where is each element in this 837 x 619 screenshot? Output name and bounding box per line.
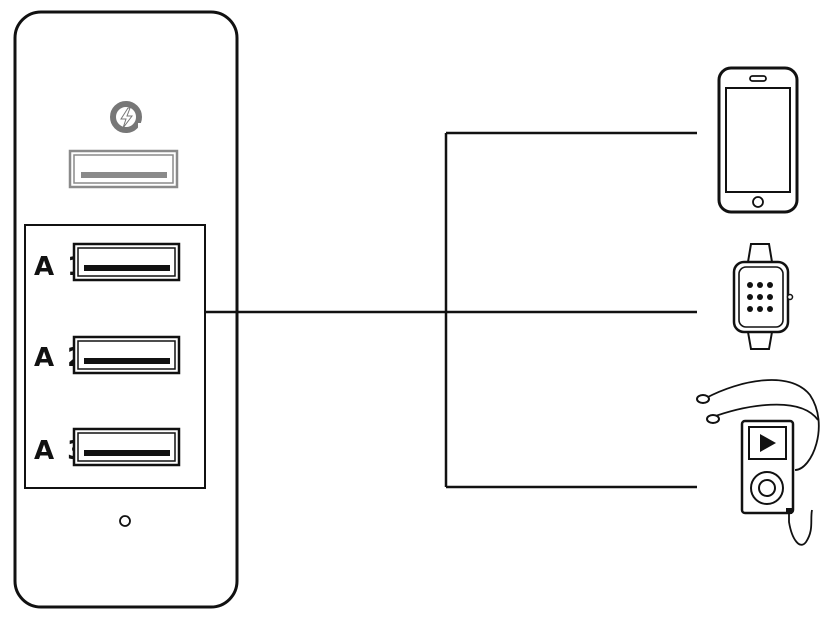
port-group-frame bbox=[24, 224, 206, 489]
led-indicator bbox=[119, 515, 131, 527]
usb-charger: A 1 A 2 A 3 bbox=[13, 10, 239, 609]
usb-port-a2: A 2 bbox=[34, 335, 181, 375]
quick-charge-icon bbox=[110, 101, 142, 133]
smartphone-icon bbox=[717, 66, 799, 214]
usb-port-a1: A 1 bbox=[34, 242, 181, 282]
connection-lines bbox=[205, 131, 697, 489]
smartwatch-icon bbox=[732, 243, 794, 350]
quick-charge-port bbox=[68, 149, 179, 189]
music-player-icon bbox=[696, 379, 820, 546]
usb-port-a3: A 3 bbox=[34, 427, 181, 467]
